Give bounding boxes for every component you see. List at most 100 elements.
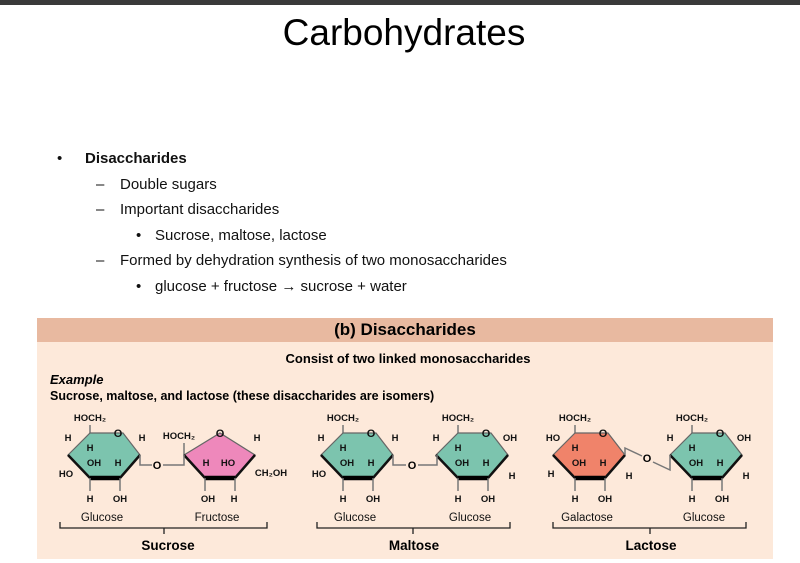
dash-icon: – [96,176,105,193]
sucrose-linkage-left [139,455,152,466]
atom-label-tl: H [65,433,72,444]
atom-label-b1: H [340,494,347,505]
bullet-disaccharides: Disaccharides [85,150,187,167]
atom-label-r: CH₂OH [255,468,287,479]
atom-label-l: HO [312,469,326,480]
figure-header-title: (b) Disaccharides [334,320,476,339]
atom-label-in2: OH [572,458,586,469]
atom-label-o: O [367,428,376,440]
ring-shape [552,432,626,479]
monosaccharide-name: Glucose [81,512,123,524]
atom-label-b1: H [689,494,696,505]
dash-icon: – [96,252,105,269]
disaccharides-figure: (b) Disaccharides [37,318,773,559]
atom-label-in2: OH [455,458,469,469]
atom-label-in1: H [340,443,347,454]
atom-label-tl: H [667,433,674,444]
atom-label-in2: OH [340,458,354,469]
lactose-linkage-left [624,446,643,457]
atom-label-in3: H [717,458,724,469]
atom-label-r: H [626,471,633,482]
atom-label-in3: H [600,458,607,469]
atom-label-hoch2: HOCH₂ [74,413,106,424]
example-label: Example [50,372,103,387]
maltose-linkage-right [418,455,438,466]
subpoint-formed-by: Formed by dehydration synthesis of two m… [120,252,507,269]
sucrose-linkage-right [163,455,185,466]
figure-header: (b) Disaccharides [37,318,773,342]
atom-label-o: O [216,428,225,440]
bullet-icon: • [57,150,63,167]
ring-shape [320,432,394,479]
atom-label-in3: H [368,458,375,469]
subsubpoint-examples: Sucrose, maltose, lactose [155,227,327,244]
atom-label-b1: H [572,494,579,505]
dash-icon: – [96,201,105,218]
atom-label-tr: OH [503,433,517,444]
atom-label-in2: OH [87,458,101,469]
subpoint-important: Important disaccharides [120,201,280,218]
atom-label-in1: H [572,443,579,454]
atom-label-hoch2: HOCH₂ [163,431,195,442]
atom-label-hoch2: HOCH₂ [559,413,591,424]
maltose-linkage-left [392,455,406,466]
monosaccharide-name: Fructose [195,512,240,524]
atom-label-in3: H [483,458,490,469]
atom-label-in3: H [115,458,122,469]
slide-title: Carbohydrates [282,12,526,53]
atom-label-b1: OH [201,494,215,505]
atom-label-in1: H [455,443,462,454]
bullet-icon: • [136,227,142,244]
atom-label-in2: OH [689,458,703,469]
monosaccharide-name: Galactose [561,512,613,524]
subsubpoint-equation: glucose + fructose → sucrose + water [155,278,407,295]
atom-label-b2: OH [366,494,380,505]
monosaccharide-name: Glucose [683,512,725,524]
atom-label-hoch2: HOCH₂ [676,413,708,424]
atom-label-l: H [548,469,555,480]
atom-label-in1: H [689,443,696,454]
monosaccharide-name: Glucose [334,512,376,524]
example-text: Sucrose, maltose, and lactose (these dis… [50,389,434,403]
window-top-bar [0,0,800,5]
bullet-icon: • [136,278,142,295]
lactose-bracket [552,522,747,534]
atom-label-tr: H [392,433,399,444]
atom-label-tr: H [254,433,261,444]
atom-label-hoch2: HOCH₂ [327,413,359,424]
atom-label-b2: OH [113,494,127,505]
atom-label-tl: HO [546,433,560,444]
ring-shape [669,432,743,479]
atom-label-b2: H [231,494,238,505]
subpoint-double-sugars: Double sugars [120,176,217,193]
atom-label-tl: H [433,433,440,444]
atom-label-b1: H [87,494,94,505]
atom-label-in2: HO [221,458,235,469]
lactose-label: Lactose [625,538,677,553]
atom-label-b2: OH [481,494,495,505]
monosaccharide-name: Glucose [449,512,491,524]
atom-label-tr: OH [737,433,751,444]
maltose-bracket [316,522,511,534]
lactose-linkage-oxygen: O [643,453,652,465]
atom-label-r: H [743,471,750,482]
atom-label-b2: OH [598,494,612,505]
atom-label-o: O [599,428,608,440]
atom-label-o: O [114,428,123,440]
sucrose-label: Sucrose [141,538,195,553]
sucrose-bracket [59,522,268,534]
atom-label-in1: H [203,458,210,469]
atom-label-b1: H [455,494,462,505]
ring-shape [67,432,141,479]
sucrose-linkage-oxygen: O [153,460,162,472]
maltose-label: Maltose [389,538,440,553]
figure-caption: Consist of two linked monosaccharides [286,351,531,366]
atom-label-o: O [482,428,491,440]
atom-label-r: H [509,471,516,482]
